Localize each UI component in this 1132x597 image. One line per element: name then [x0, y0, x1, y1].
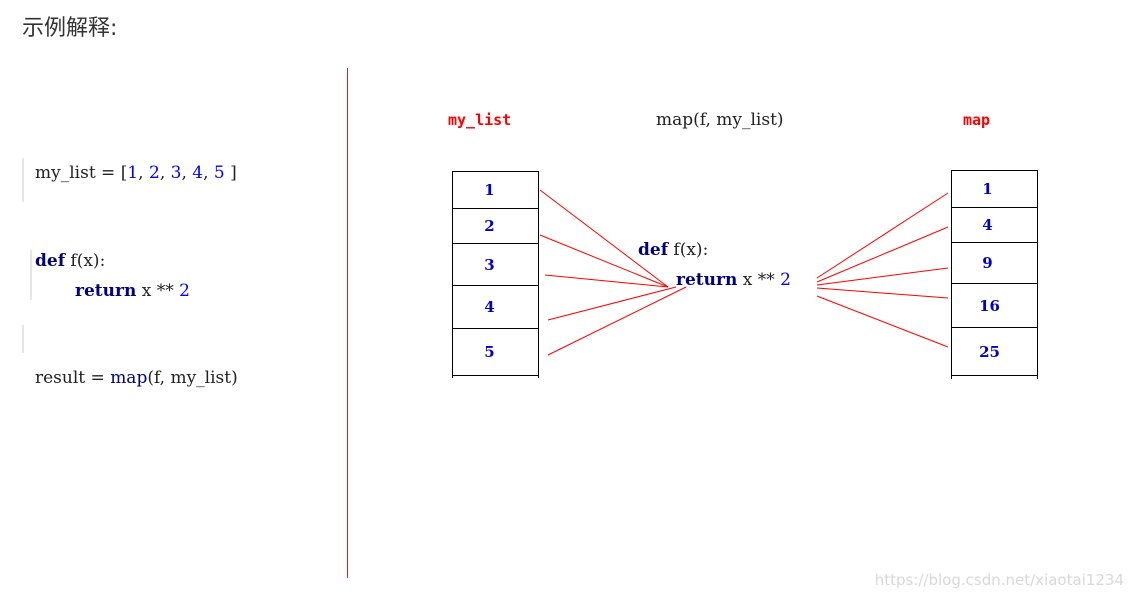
code-keyword: def: [35, 251, 66, 271]
map-result-box: 1 4 9 16 25: [951, 170, 1038, 379]
cell-value: 1: [982, 180, 993, 198]
label-my-list: my_list: [448, 111, 512, 129]
code-text: f(x):: [668, 240, 709, 260]
mapping-line: [539, 189, 669, 288]
code-keyword: return: [75, 281, 137, 301]
code-keyword: return: [676, 270, 738, 290]
code-number: 1: [127, 163, 139, 183]
center-def-line: def f(x):: [638, 240, 708, 260]
watermark: https://blog.csdn.net/xiaotai1234: [874, 571, 1124, 589]
cell-value: 16: [979, 296, 1000, 315]
mapping-line: [544, 274, 669, 288]
list-cell: 5: [453, 329, 538, 376]
code-keyword: def: [638, 240, 669, 260]
cell-value: 5: [484, 343, 495, 361]
code-line-result: result = map(f, my_list): [35, 368, 238, 388]
gutter-mark: [30, 250, 32, 300]
code-number: 5: [213, 163, 225, 183]
code-text: ]: [224, 163, 237, 183]
code-sep: ,: [159, 163, 171, 183]
code-line-def: def f(x):: [35, 251, 105, 271]
code-number: 2: [780, 270, 791, 290]
code-text: my_list = [: [35, 163, 128, 183]
cell-value: 4: [484, 298, 495, 316]
code-text: x **: [737, 270, 781, 290]
list-cell: 4: [453, 286, 538, 329]
section-heading: 示例解释:: [22, 16, 118, 41]
cell-value: 3: [484, 255, 495, 274]
mapping-line: [547, 286, 677, 321]
mapping-line: [816, 192, 949, 279]
code-number: 4: [192, 163, 204, 183]
mapping-line: [539, 234, 669, 288]
cell-value: 4: [982, 216, 993, 234]
gutter-mark: [22, 325, 24, 353]
code-sep: ,: [138, 163, 149, 183]
code-number: 2: [179, 281, 190, 301]
mapping-line: [547, 286, 687, 356]
list-cell: 2: [453, 209, 538, 244]
code-text: x **: [136, 281, 180, 301]
my-list-box: 1 2 3 4 5: [452, 171, 539, 378]
code-number: 2: [148, 163, 160, 183]
mapping-line: [816, 295, 949, 348]
label-map-call: map(f, my_list): [656, 110, 784, 130]
map-cell: 16: [952, 284, 1037, 328]
code-line-return: return x ** 2: [75, 281, 190, 301]
mapping-line: [816, 287, 949, 299]
list-cell: 3: [453, 244, 538, 286]
map-cell: 9: [952, 243, 1037, 284]
map-cell: 1: [952, 171, 1037, 208]
code-number: 3: [170, 163, 182, 183]
mapping-line: [816, 226, 949, 283]
cell-value: 1: [484, 181, 495, 199]
cell-value: 25: [979, 342, 1000, 361]
list-cell: 1: [453, 172, 538, 209]
center-return-line: return x ** 2: [676, 270, 791, 290]
cell-value: 2: [484, 217, 495, 235]
map-cell: 25: [952, 328, 1037, 376]
code-function: map: [110, 368, 148, 388]
code-text: (f, my_list): [147, 368, 238, 388]
vertical-divider: [347, 68, 348, 578]
gutter-mark: [22, 158, 24, 202]
code-text: f(x):: [65, 251, 106, 271]
label-map: map: [963, 111, 991, 129]
cell-value: 9: [982, 254, 993, 272]
code-sep: ,: [181, 163, 193, 183]
mapping-line: [816, 267, 949, 286]
code-text: result =: [35, 368, 111, 388]
code-sep: ,: [203, 163, 214, 183]
code-line-list: my_list = [1, 2, 3, 4, 5 ]: [35, 163, 237, 183]
map-cell: 4: [952, 208, 1037, 243]
